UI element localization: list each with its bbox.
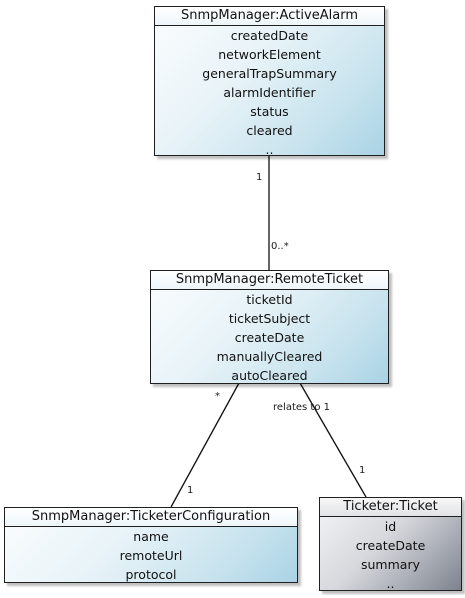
attribute-ellipsis: .. bbox=[265, 142, 274, 157]
attribute-created-date: createdDate bbox=[230, 28, 309, 43]
attribute-alarm-identifier: alarmIdentifier bbox=[223, 85, 316, 100]
attribute-ellipsis: .. bbox=[386, 576, 395, 591]
attribute-summary: summary bbox=[361, 557, 420, 572]
attribute-manually-cleared: manuallyCleared bbox=[216, 349, 323, 364]
attribute-cleared: cleared bbox=[246, 123, 293, 138]
attribute-remote-url: remoteUrl bbox=[119, 548, 183, 563]
multiplicity-configuration-one: 1 bbox=[187, 485, 193, 496]
class-active-alarm: SnmpManager:ActiveAlarm createdDate netw… bbox=[154, 6, 385, 159]
class-ticketer-configuration-title: SnmpManager:TicketerConfiguration bbox=[5, 508, 297, 527]
multiplicity-ticketer-one: 1 bbox=[359, 465, 365, 476]
association-ticket-configuration-line bbox=[170, 382, 240, 508]
attribute-general-trap-summary: generalTrapSummary bbox=[202, 66, 337, 81]
attribute-status: status bbox=[250, 104, 289, 119]
attribute-network-element: networkElement bbox=[218, 47, 321, 62]
class-active-alarm-attributes: createdDate networkElement generalTrapSu… bbox=[155, 26, 384, 159]
class-ticketer-ticket-attributes: id createDate summary .. bbox=[320, 517, 461, 593]
association-relates-label: relates to 1 bbox=[273, 402, 330, 413]
class-ticketer-configuration-attributes: name remoteUrl protocol bbox=[5, 527, 297, 584]
attribute-ticket-id: ticketId bbox=[246, 292, 293, 307]
attribute-id: id bbox=[384, 519, 397, 534]
multiplicity-alarm-side: 1 bbox=[256, 172, 262, 183]
class-ticketer-configuration: SnmpManager:TicketerConfiguration name r… bbox=[4, 507, 298, 583]
association-ticket-ticketer-line bbox=[299, 382, 367, 498]
class-active-alarm-title: SnmpManager:ActiveAlarm bbox=[155, 7, 384, 26]
multiplicity-ticket-many: * bbox=[215, 391, 220, 402]
attribute-name: name bbox=[133, 529, 169, 544]
class-remote-ticket-title: SnmpManager:RemoteTicket bbox=[151, 271, 388, 290]
class-ticketer-ticket: Ticketer:Ticket id createDate summary .. bbox=[319, 497, 462, 591]
attribute-protocol: protocol bbox=[125, 567, 177, 582]
attribute-create-date: createDate bbox=[234, 330, 305, 345]
class-ticketer-ticket-title: Ticketer:Ticket bbox=[320, 498, 461, 517]
attribute-ticket-subject: ticketSubject bbox=[228, 311, 311, 326]
multiplicity-ticket-side: 0..* bbox=[271, 241, 289, 252]
attribute-auto-cleared: autoCleared bbox=[231, 368, 308, 383]
class-remote-ticket-attributes: ticketId ticketSubject createDate manual… bbox=[151, 290, 388, 385]
attribute-create-date: createDate bbox=[355, 538, 426, 553]
class-remote-ticket: SnmpManager:RemoteTicket ticketId ticket… bbox=[150, 270, 389, 384]
